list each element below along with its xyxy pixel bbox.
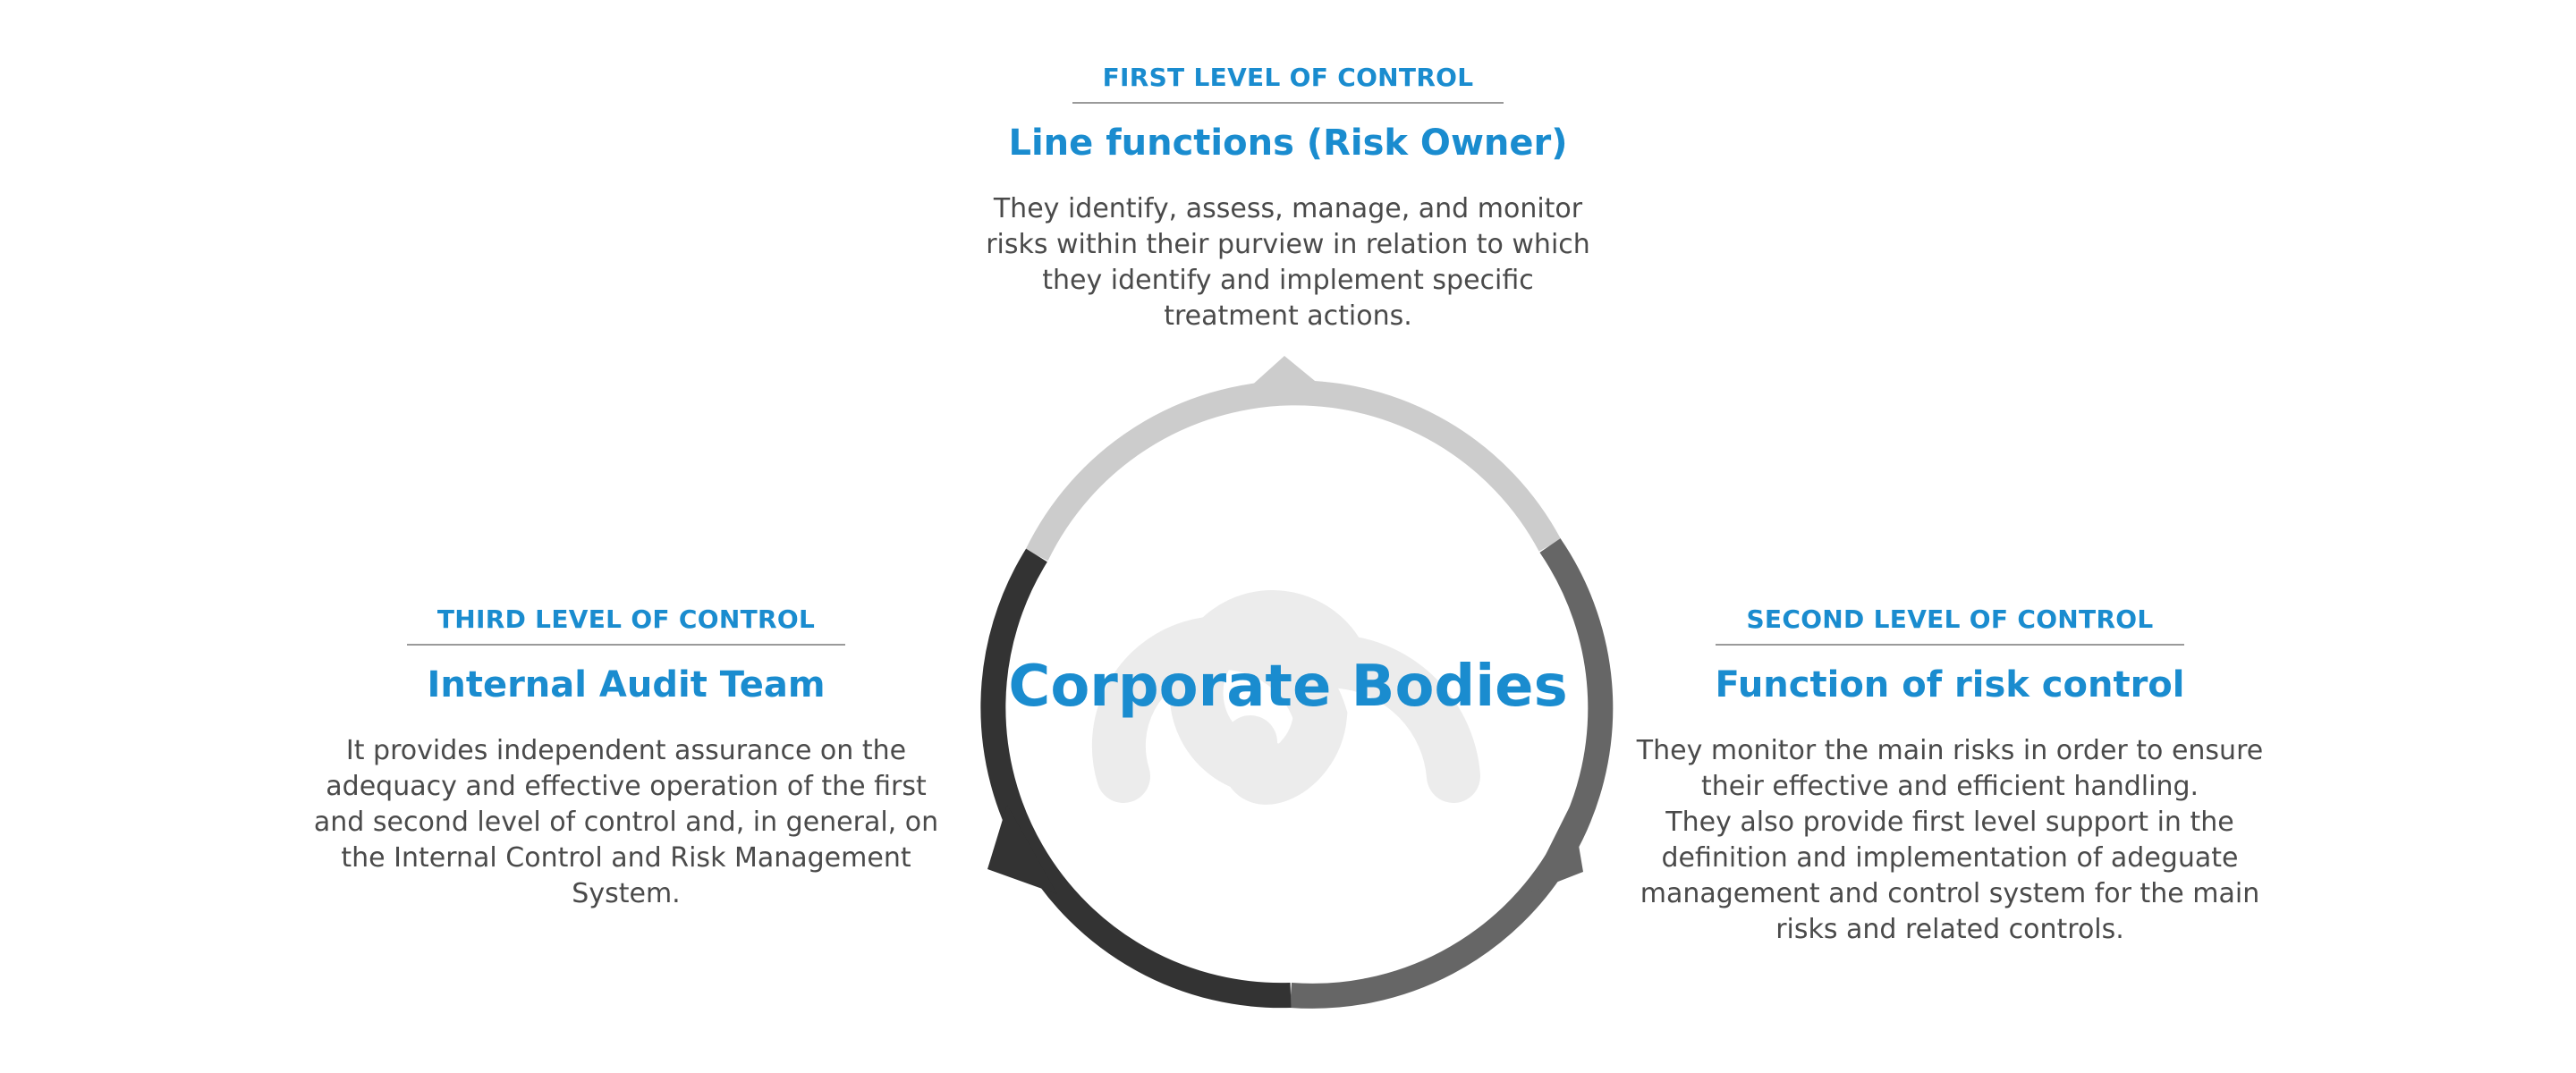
second-level-kicker: SECOND LEVEL OF CONTROL [1716,604,2184,646]
description-line: They also provide first level support in… [1665,806,2234,838]
description-line: treatment actions. [1164,300,1412,332]
description-line: adequacy and effective operation of the … [326,770,927,802]
description-line: They monitor the main risks in order to … [1636,734,2264,766]
description-line: the Internal Control and Risk Management [341,841,911,874]
first-level-block: FIRST LEVEL OF CONTROL Line functions (R… [966,63,1610,334]
description-line: It provides independent assurance on the [345,734,907,766]
description-line: They identify, assess, manage, and monit… [993,192,1583,224]
description-line: management and control system for the ma… [1640,877,2260,909]
description-line: definition and implementation of adeguat… [1661,841,2239,874]
third-level-title: Internal Audit Team [427,663,826,705]
description-line: System. [572,877,681,909]
first-level-description: They identify, assess, manage, and monit… [966,191,1610,334]
description-line: risks within their purview in relation t… [986,228,1590,260]
first-level-kicker: FIRST LEVEL OF CONTROL [1072,63,1504,104]
second-level-block: SECOND LEVEL OF CONTROL Function of risk… [1628,604,2272,948]
ring-segment-first-level [1025,380,1562,562]
third-level-block: THIRD LEVEL OF CONTROL Internal Audit Te… [304,604,948,912]
third-level-kicker: THIRD LEVEL OF CONTROL [406,604,846,646]
description-line: and second level of control and, in gene… [313,806,939,838]
second-level-description: They monitor the main risks in order to … [1628,733,2272,948]
arrow-head-third-level [987,805,1057,894]
center-label: Corporate Bodies [1008,654,1568,720]
second-level-title: Function of risk control [1715,663,2185,705]
arrow-head-first-level [1239,356,1335,397]
description-line: risks and related controls. [1775,913,2124,945]
loop-logo-icon [1091,590,1480,805]
description-line: their effective and efficient handling. [1700,770,2199,802]
arrow-head-second-level [1526,803,1583,894]
first-level-title: Line functions (Risk Owner) [1008,122,1568,164]
description-line: they identify and implement specific [1042,264,1534,296]
third-level-description: It provides independent assurance on the… [304,733,948,912]
